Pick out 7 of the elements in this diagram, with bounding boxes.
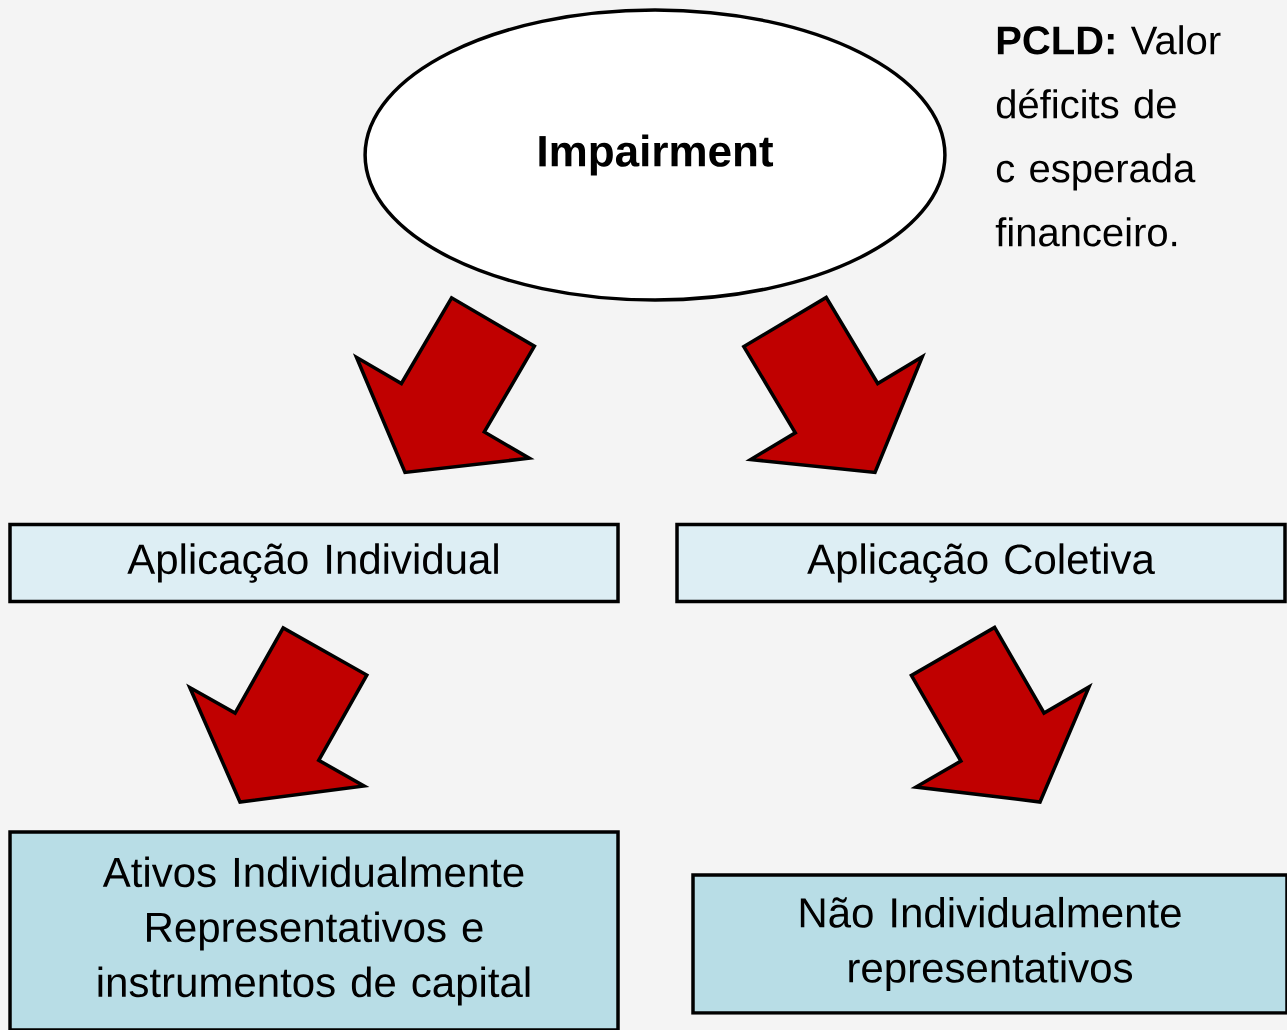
process-box: Aplicação Coletiva bbox=[675, 522, 1287, 604]
process-box: Aplicação Individual bbox=[8, 522, 620, 604]
process-box: Não Individualmente representativos bbox=[691, 873, 1287, 1015]
note-text: PCLD: Valor déficits de c esperada financeiro. bbox=[995, 25, 1221, 247]
process-box: Ativos Individualmente Representativos e instrumentos de capital bbox=[8, 830, 620, 1030]
block-arrow bbox=[909, 625, 1093, 804]
ellipse-node: Impairment bbox=[363, 8, 947, 302]
